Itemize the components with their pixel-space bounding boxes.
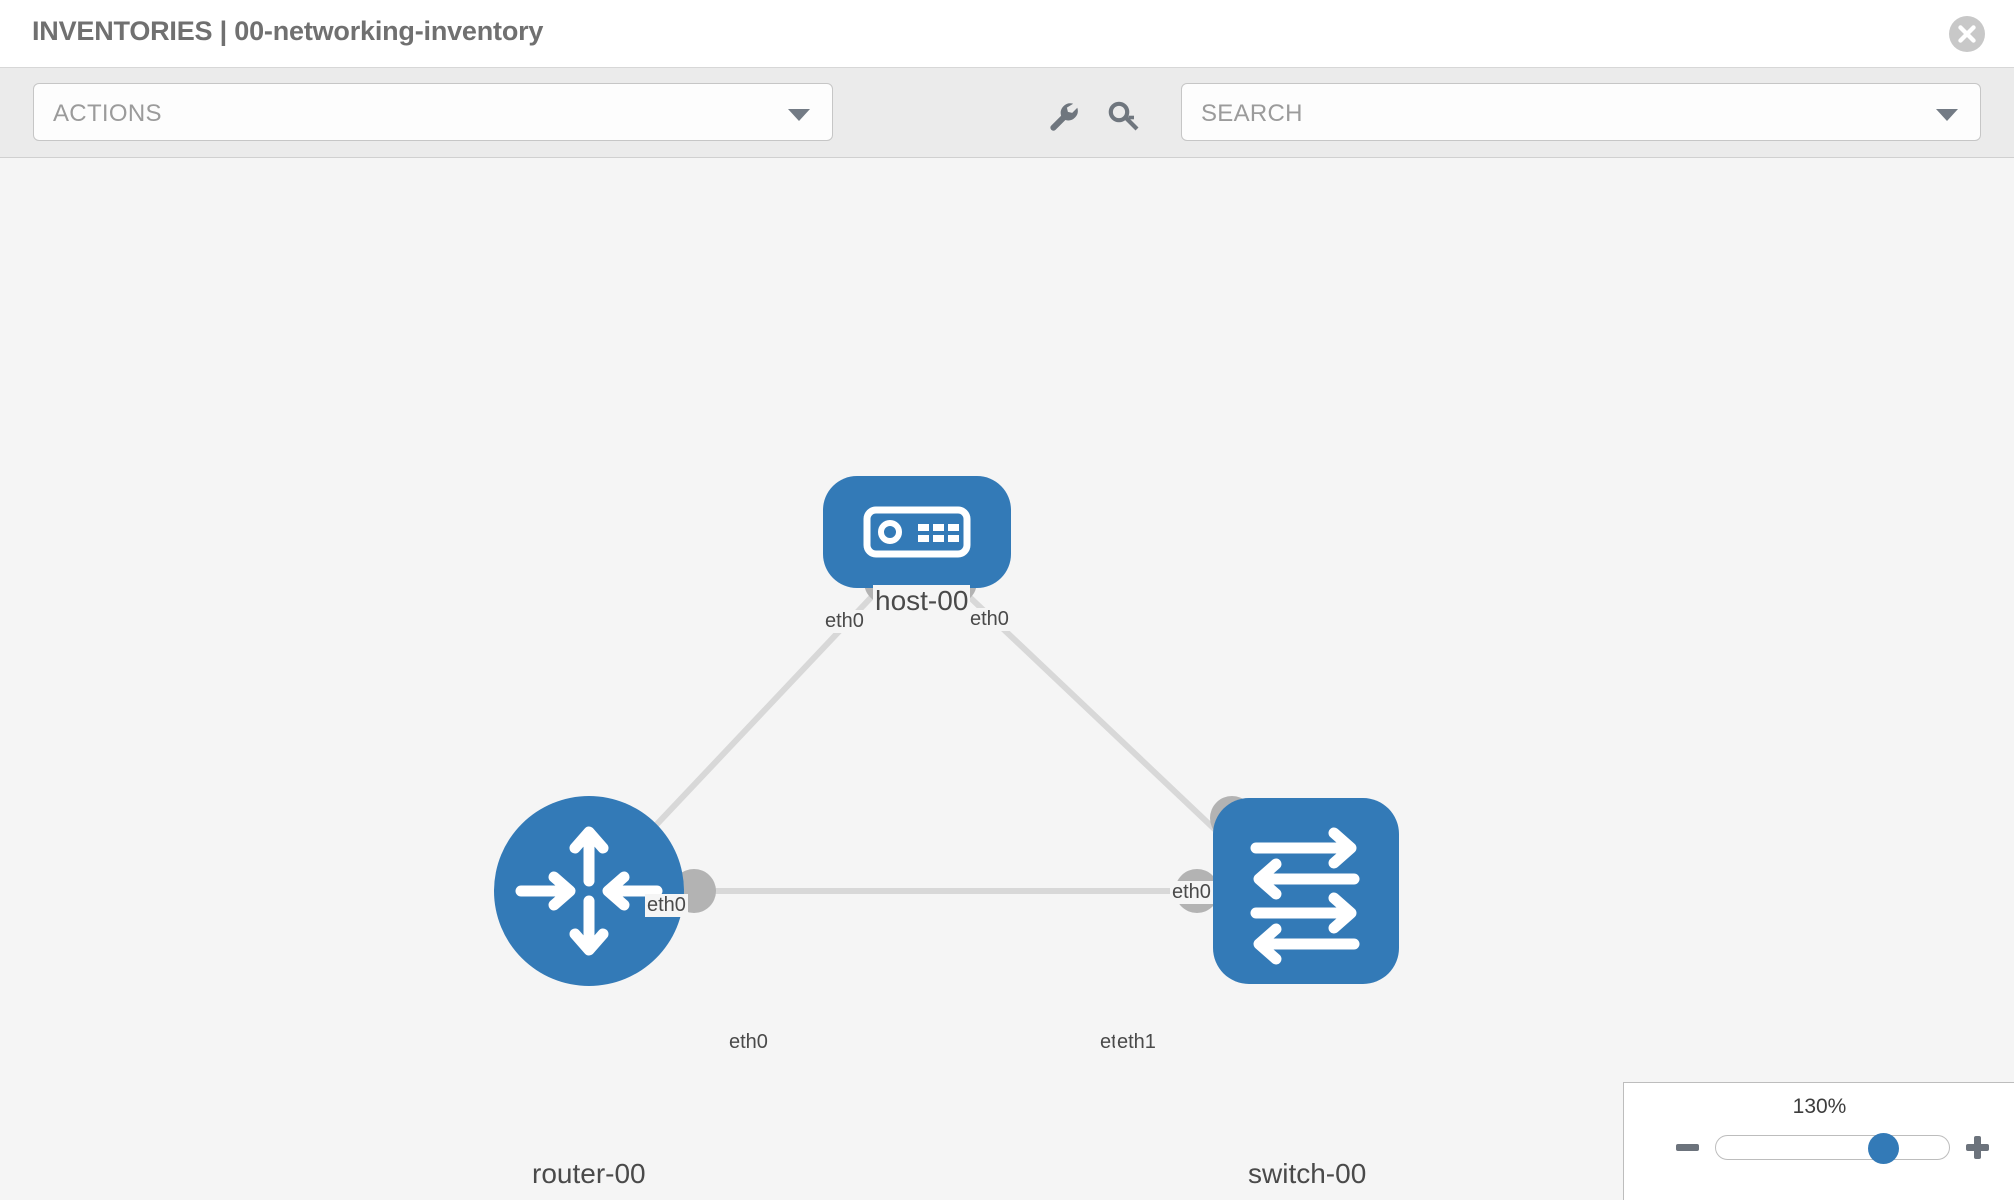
page-header: INVENTORIES | 00-networking-inventory xyxy=(0,0,2014,68)
page-title: INVENTORIES | 00-networking-inventory xyxy=(32,16,544,46)
search-placeholder: SEARCH xyxy=(1201,100,1303,127)
key-icon[interactable] xyxy=(1104,96,1144,136)
link-host00-switch00 xyxy=(957,585,1248,861)
switch-arrows-icon xyxy=(1250,827,1360,965)
server-icon xyxy=(863,506,971,558)
zoom-out-button[interactable] xyxy=(1676,1144,1699,1151)
router-arrows-icon xyxy=(515,826,663,956)
host-node-body xyxy=(823,476,1011,588)
toolbar: ACTIONS SEARCH xyxy=(0,68,2014,158)
router-node-body xyxy=(494,796,684,986)
iface-label-host00-left[interactable]: eth0 xyxy=(823,610,866,633)
actions-dropdown-label: ACTIONS xyxy=(53,100,162,127)
topology-node-switch-00 xyxy=(1213,798,1399,984)
chevron-down-icon[interactable] xyxy=(1936,109,1958,121)
topology-node-router-00 xyxy=(494,796,684,986)
topology-links xyxy=(622,585,1248,894)
wrench-icon[interactable] xyxy=(1043,96,1083,136)
zoom-in-button[interactable] xyxy=(1966,1136,1989,1159)
zoom-slider-thumb[interactable] xyxy=(1868,1133,1899,1164)
zoom-slider-track[interactable] xyxy=(1715,1135,1950,1160)
switch-node-body xyxy=(1213,798,1399,984)
node-label-switch-00[interactable]: switch-00 xyxy=(1246,1158,1369,1190)
iface-label-switch00-eth1[interactable]: eth1 xyxy=(1115,1031,1158,1054)
iface-label-switch00-uplink[interactable]: eth0 xyxy=(1170,881,1213,904)
iface-label-router00-eth0[interactable]: eth0 xyxy=(727,1031,770,1054)
close-icon[interactable] xyxy=(1949,16,1985,52)
chevron-down-icon xyxy=(788,109,810,121)
topology-node-host-00 xyxy=(823,476,1011,588)
topology-graph xyxy=(494,476,1399,986)
topology-canvas[interactable]: host-00 router-00 switch-00 eth0 eth0 et… xyxy=(0,158,2014,1200)
zoom-control-panel: 130% xyxy=(1623,1082,2014,1200)
iface-label-router00-uplink[interactable]: eth0 xyxy=(645,894,688,917)
zoom-level-value: 130% xyxy=(1792,1095,1847,1118)
node-label-host-00[interactable]: host-00 xyxy=(873,585,971,617)
search-input[interactable]: SEARCH xyxy=(1181,83,1981,141)
actions-dropdown[interactable]: ACTIONS xyxy=(33,83,833,141)
node-label-router-00[interactable]: router-00 xyxy=(530,1158,648,1190)
link-host00-router00 xyxy=(622,585,883,861)
iface-label-host00-right[interactable]: eth0 xyxy=(968,608,1011,631)
